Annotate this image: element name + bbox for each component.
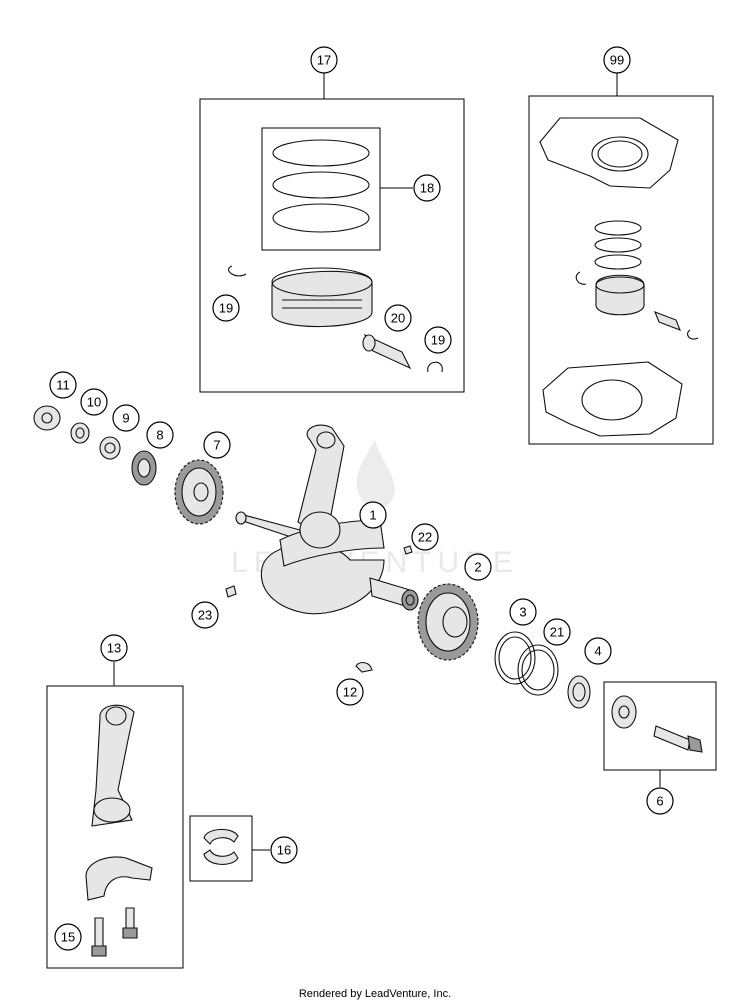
callout-10[interactable]: 10 [80,388,108,416]
callout-8[interactable]: 8 [146,421,174,449]
svg-text:20: 20 [391,311,405,326]
piston [271,267,373,328]
circlip-left [228,265,247,277]
callout-3[interactable]: 3 [509,598,537,626]
svg-text:7: 7 [213,438,220,453]
callout-18[interactable]: 18 [413,174,441,202]
svg-text:11: 11 [56,378,70,393]
svg-text:3: 3 [519,605,526,620]
callout-1[interactable]: 1 [359,501,387,529]
cylinder-base-gasket [542,361,683,437]
small-gear-8 [131,450,157,486]
spacer-bushing [611,695,637,729]
piston-pin [362,333,412,370]
bearing-shells [203,828,239,865]
svg-text:8: 8 [156,428,163,443]
connecting-rod [297,424,345,549]
callout-11[interactable]: 11 [49,371,77,399]
key-23 [225,585,237,598]
callout-23[interactable]: 23 [191,601,219,629]
callout-16[interactable]: 16 [270,836,298,864]
ring-3 [494,631,536,685]
svg-text:9: 9 [122,411,129,426]
svg-text:12: 12 [343,685,357,700]
footer-credit: Rendered by LeadVenture, Inc. [298,988,452,1000]
ring-21 [517,644,559,696]
gear-7 [174,459,224,525]
callout-19-right[interactable]: 19 [424,326,452,354]
bearing-cap [85,856,153,901]
piston-rings-box [261,127,381,251]
callout-17[interactable]: 17 [310,46,338,74]
nut [33,405,61,431]
svg-text:21: 21 [550,625,564,640]
callout-21[interactable]: 21 [543,618,571,646]
circlip-right [427,361,443,373]
kit-piston-pin [654,311,681,331]
key-12 [355,661,373,673]
callout-9[interactable]: 9 [112,404,140,432]
piston-group-box [199,98,465,393]
conrod-detail [91,704,135,827]
svg-text:1: 1 [369,508,376,523]
conrod-group-box [46,685,184,969]
piston-rings [272,139,370,233]
key-22 [403,545,413,555]
bearing-shell-box [189,815,253,882]
kit-circlip-right [687,329,699,340]
callout-2[interactable]: 2 [464,553,492,581]
washer-9 [99,436,121,460]
cylinder-head-gasket [539,117,679,189]
kit-piston [595,274,645,316]
svg-text:4: 4 [594,644,601,659]
gasket-kit-box [528,95,714,445]
svg-text:2: 2 [474,560,481,575]
kit-circlip-left [575,271,587,285]
callout-20[interactable]: 20 [384,304,412,332]
callout-99[interactable]: 99 [603,46,631,74]
washer-10 [70,422,90,444]
callout-12[interactable]: 12 [336,678,364,706]
callout-22[interactable]: 22 [411,523,439,551]
svg-text:22: 22 [418,530,432,545]
callout-15[interactable]: 15 [54,923,82,951]
svg-text:13: 13 [107,641,121,656]
callout-4[interactable]: 4 [584,637,612,665]
bearing-4 [567,675,591,709]
callout-7[interactable]: 7 [203,431,231,459]
svg-text:17: 17 [317,53,331,68]
svg-text:23: 23 [198,608,212,623]
kit-piston-rings [594,220,642,270]
conrod-bolts [91,907,138,957]
svg-text:6: 6 [656,794,663,809]
callout-19-left[interactable]: 19 [212,294,240,322]
svg-text:10: 10 [87,395,101,410]
svg-text:18: 18 [420,181,434,196]
svg-text:15: 15 [61,930,75,945]
svg-text:99: 99 [610,53,624,68]
bolt [653,725,703,753]
gear-2 [417,583,479,661]
svg-text:19: 19 [431,333,445,348]
svg-text:19: 19 [219,301,233,316]
callout-13[interactable]: 13 [100,634,128,662]
callout-6[interactable]: 6 [646,787,674,815]
svg-text:16: 16 [277,843,291,858]
